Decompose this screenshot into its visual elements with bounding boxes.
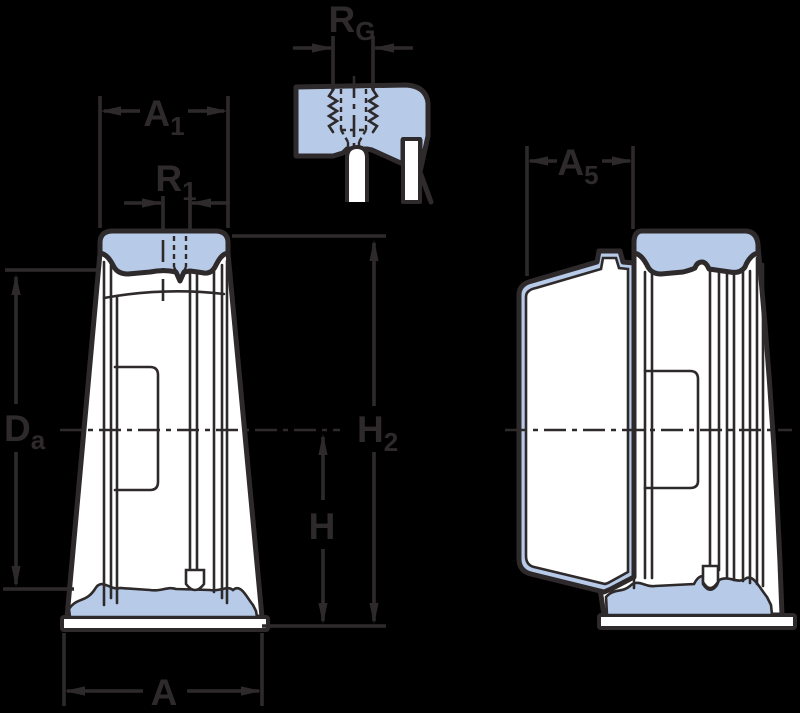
end-cover-face: [524, 256, 630, 586]
dim-label-a1: A1: [143, 93, 184, 141]
arrowhead: [241, 686, 262, 696]
rib-tongue: [701, 564, 720, 590]
dim-label-da: Da: [4, 408, 46, 455]
dimension-h: H: [309, 434, 336, 624]
dim-label-h2: H2: [357, 409, 398, 457]
dimension-a5: A5: [525, 142, 635, 276]
dim-label-a: A: [151, 672, 178, 713]
arrowhead: [64, 686, 85, 696]
dimension-r1: R1: [124, 158, 230, 229]
dimension-a: A: [62, 633, 264, 713]
dim-label-a5: A5: [557, 142, 598, 190]
rib-tongue: [184, 568, 206, 592]
dim-label-rg: RG: [329, 0, 376, 46]
arrowhead: [527, 156, 548, 166]
arrowhead: [11, 274, 21, 295]
front-base-casting: [67, 582, 259, 619]
arrowhead: [369, 240, 379, 261]
dim-label-h: H: [309, 506, 336, 547]
arrowhead: [312, 43, 333, 53]
dimension-rg: RG: [293, 0, 413, 90]
thread-symbol-right: [366, 88, 380, 134]
arrowhead: [373, 43, 394, 53]
front-base-plate: [60, 615, 270, 632]
side-view: [505, 228, 797, 630]
inset-hole-exit: [345, 145, 369, 202]
thread-symbol-left: [326, 88, 340, 134]
side-base-plate: [597, 613, 797, 630]
dimension-da: Da: [3, 268, 97, 591]
front-view: [60, 228, 340, 632]
thread-detail-inset: [293, 76, 434, 205]
side-recess: [643, 369, 700, 490]
arrowhead: [142, 198, 163, 208]
arrowhead: [612, 156, 633, 166]
grease-hole-tip-dash: [172, 266, 188, 280]
dimension-h2: H2: [232, 234, 398, 628]
arrowhead: [318, 434, 328, 455]
arrowhead: [318, 603, 328, 624]
dimensions: RG A1 R1: [3, 0, 635, 713]
arrowhead: [100, 106, 121, 116]
dim-label-r1: R1: [155, 158, 196, 206]
front-recess: [113, 365, 160, 492]
arrowhead: [369, 603, 379, 624]
arrowhead: [207, 106, 228, 116]
dimension-a1: A1: [98, 93, 230, 228]
front-housing-body: [64, 228, 265, 620]
inset-slot: [401, 137, 422, 204]
side-cap: [631, 228, 761, 277]
arrowhead: [11, 566, 21, 587]
